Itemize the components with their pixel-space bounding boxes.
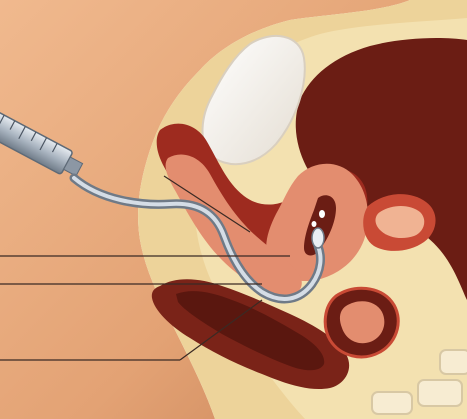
catheter-tip [312, 228, 324, 248]
embryo-droplet-1 [319, 210, 325, 218]
embryo-droplet-2 [312, 221, 317, 227]
